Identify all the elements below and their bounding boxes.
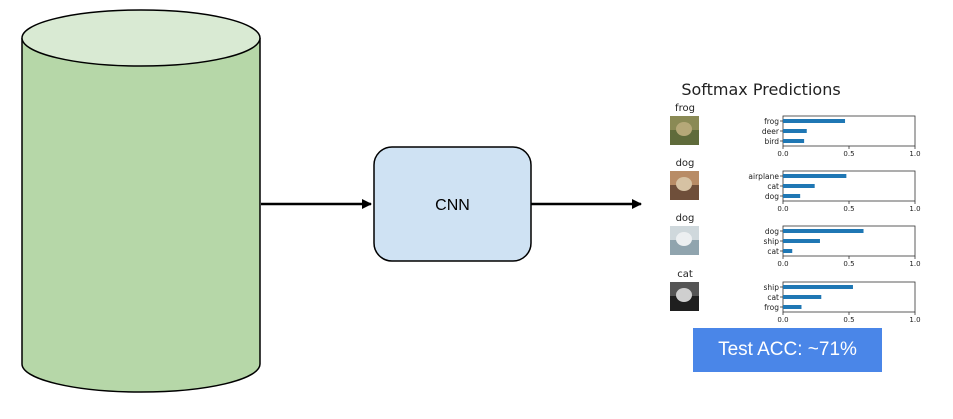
class-label: ship bbox=[763, 237, 779, 246]
test-accuracy-text: Test ACC: ~71% bbox=[718, 339, 857, 360]
probability-bar bbox=[783, 139, 805, 143]
tick-label: 0.0 bbox=[777, 260, 788, 268]
tick-label: 1.0 bbox=[909, 260, 920, 268]
tick-label: 0.0 bbox=[777, 205, 788, 213]
probability-bar bbox=[783, 305, 802, 309]
probability-bar bbox=[783, 239, 820, 243]
class-label: airplane bbox=[748, 172, 779, 181]
class-label: cat bbox=[767, 293, 779, 302]
tick-label: 0.5 bbox=[843, 260, 854, 268]
class-label: frog bbox=[764, 303, 779, 312]
class-label: frog bbox=[764, 117, 779, 126]
class-label: deer bbox=[762, 127, 780, 136]
class-label: cat bbox=[767, 247, 779, 256]
softmax-title: Softmax Predictions bbox=[681, 80, 840, 99]
probability-bar bbox=[783, 295, 822, 299]
cnn-label: CNN bbox=[435, 197, 470, 214]
frog-image bbox=[670, 116, 699, 145]
class-label: cat bbox=[767, 182, 779, 191]
probability-bar bbox=[783, 285, 853, 289]
dog-image bbox=[670, 226, 699, 255]
dog-image bbox=[670, 171, 699, 200]
tick-label: 1.0 bbox=[909, 205, 920, 213]
sample-label: frog bbox=[675, 103, 695, 114]
dataset-cylinder bbox=[21, 9, 261, 393]
cat-image bbox=[670, 282, 699, 311]
probability-bar bbox=[783, 229, 864, 233]
probability-bar bbox=[783, 129, 807, 133]
tick-label: 0.0 bbox=[777, 316, 788, 324]
cnn-box: CNN bbox=[373, 146, 532, 262]
probability-bar bbox=[783, 184, 815, 188]
class-label: ship bbox=[763, 283, 779, 292]
test-accuracy-badge: Test ACC: ~71% bbox=[693, 328, 882, 372]
class-label: dog bbox=[765, 192, 779, 201]
sample-label: cat bbox=[677, 269, 693, 280]
tick-label: 1.0 bbox=[909, 316, 920, 324]
sample-label: dog bbox=[676, 213, 695, 224]
class-label: bird bbox=[764, 137, 779, 146]
sample-label: dog bbox=[676, 158, 695, 169]
probability-bar bbox=[783, 249, 793, 253]
tick-label: 0.0 bbox=[777, 150, 788, 158]
tick-label: 1.0 bbox=[909, 150, 920, 158]
class-label: dog bbox=[765, 227, 779, 236]
probability-bar bbox=[783, 119, 846, 123]
tick-label: 0.5 bbox=[843, 316, 854, 324]
probability-bar bbox=[783, 194, 801, 198]
tick-label: 0.5 bbox=[843, 150, 854, 158]
probability-bar bbox=[783, 174, 847, 178]
tick-label: 0.5 bbox=[843, 205, 854, 213]
